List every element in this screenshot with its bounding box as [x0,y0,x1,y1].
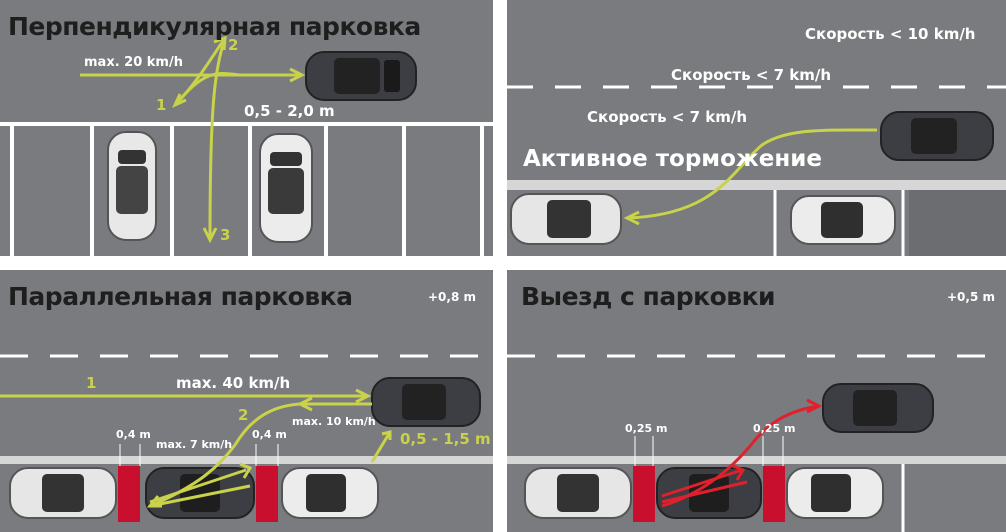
parallel-scene [0,354,493,522]
parked-car-white [510,193,622,245]
panel-parallel-parking: Параллельная парковка +0,8 m 1 max. 40 k… [0,270,493,532]
panel-title: Выезд с парковки [521,282,776,311]
parked-car-white-2 [281,467,379,519]
perpendicular-scene [0,35,493,256]
gap-left-label: 0,25 m [625,422,668,435]
parked-car-white [524,467,632,519]
braking-scene [507,85,1006,256]
exit-scene [507,354,1006,532]
step-3-label: 3 [220,226,231,244]
gap-right-label: 0,4 m [252,428,287,441]
speed-main-label: max. 40 km/h [176,374,291,392]
ego-car-dark [305,51,417,101]
gap-left-label: 0,4 m [116,428,151,441]
step-2-label: 2 [238,406,249,424]
parked-car-white [9,467,117,519]
gap-right-label: 0,25 m [753,422,796,435]
ego-car-dark [880,111,994,161]
parked-car-white-2 [259,133,313,243]
ego-car-dark [822,383,934,433]
parked-car-white-2 [790,195,896,245]
offset-label: +0,8 m [428,290,476,304]
speed-label: max. 20 km/h [84,55,183,70]
offset-label: +0,5 m [947,290,995,304]
distance-label: 0,5 - 1,5 m [400,430,491,448]
gap-marker [118,466,140,522]
panel-title: Перпендикулярная парковка [8,12,421,41]
speed-2-label: Скорость < 7 km/h [671,66,832,84]
speed-park-label: max. 7 km/h [156,438,233,451]
step-1-label: 1 [86,374,97,392]
step-2-label: 2 [228,36,239,54]
step-1-label: 1 [156,96,167,114]
panel-title: Активное торможение [523,146,822,172]
gap-marker [763,466,785,522]
panel-title: Параллельная парковка [8,282,353,311]
speed-3-label: Скорость < 7 km/h [587,108,748,126]
parked-car-white [107,131,157,241]
parked-car-white-2 [786,467,884,519]
panel-active-braking: Скорость < 10 km/h Скорость < 7 km/h Ско… [507,0,1006,256]
distance-label: 0,5 - 2,0 m [244,102,335,120]
gap-marker [633,466,655,522]
panel-perpendicular-parking: Перпендикулярная парковка max. 20 km/h 0… [0,0,493,256]
gap-marker [256,466,278,522]
panel-exit-parking: Выезд с парковки +0,5 m 0,25 m 0,25 m [507,270,1006,532]
speed-1-label: Скорость < 10 km/h [805,25,976,43]
ego-car-dark [371,377,481,427]
target-car-dark [145,467,255,519]
speed-reverse-label: max. 10 km/h [292,415,376,428]
